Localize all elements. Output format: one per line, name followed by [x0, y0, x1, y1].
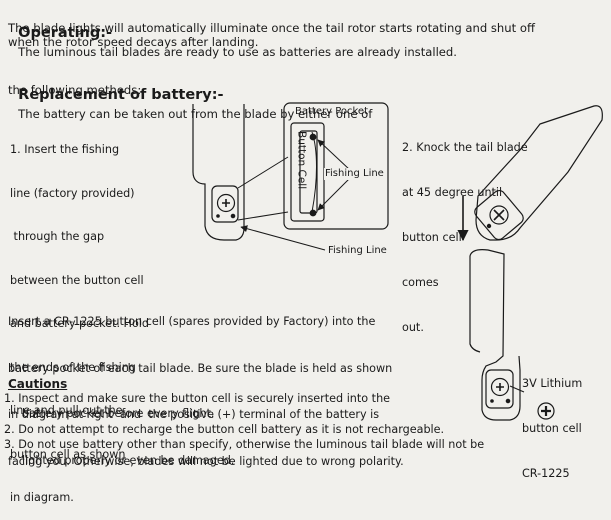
button-cell-label: Button Cell	[295, 131, 308, 190]
insert-line: battery pocket of each tail blade. Be su…	[8, 361, 393, 375]
caution-item-3a: 3. Do not use battery other than specify…	[4, 438, 485, 451]
method1-line: line (factory provided)	[10, 186, 135, 200]
method1-line: the ends of the fishing	[10, 360, 136, 374]
method1-line: between the button cell	[10, 273, 144, 287]
method1-line: through the gap	[10, 230, 105, 243]
tail-blade-3	[469, 249, 521, 421]
method2-line: button cell	[402, 231, 462, 244]
replacement-line-2: the following methods:	[8, 83, 142, 97]
tail-blade-1	[192, 104, 245, 241]
lithium-label-line: 3V Lithium	[522, 377, 583, 390]
caution-item-2: 2. Do not attempt to recharge the button…	[4, 423, 445, 436]
fishing-line-inset-label: Fishing Line	[324, 168, 385, 180]
insert-line: in diagram at right and the positive (+)…	[8, 408, 380, 421]
operating-line-1: The luminous tail blades are ready to us…	[18, 44, 457, 59]
replacement-line-1: The battery can be taken out from the bl…	[18, 106, 373, 121]
lithium-cell-label: 3V Lithium button cell CR-1225	[522, 346, 582, 496]
caution-item-1b: battery pocket before every flight.	[22, 407, 215, 420]
insert-paragraph: Insert a CR-1225 button cell (spares pro…	[8, 283, 404, 485]
tail-blade-2	[474, 105, 603, 241]
method1-line: 1. Insert the fishing	[10, 143, 120, 156]
battery-pocket-label: Battery Pocket	[295, 106, 368, 117]
method2-line: comes	[402, 276, 439, 289]
insert-line: facing you. Otherwise, blades will not b…	[8, 454, 404, 468]
operating-paragraph: Operating:- The luminous tail blades are…	[8, 4, 457, 61]
method1-line: button cell as shown	[10, 447, 126, 461]
illustrations	[192, 102, 603, 421]
lithium-label-line: CR-1225	[522, 467, 570, 480]
fishing-line-arrows	[240, 139, 351, 251]
lithium-label-line: button cell	[522, 422, 582, 435]
caution-item-1a: 1. Inspect and make sure the button cell…	[4, 392, 391, 405]
replacement-paragraph: Replacement of battery:- The battery can…	[8, 66, 372, 123]
method2-line: out.	[402, 321, 424, 334]
caution-item-3b: lighted properly or even be damaged.	[22, 454, 235, 467]
cautions-heading: Cautions	[8, 377, 68, 391]
loose-button-cell-plus-icon	[537, 402, 555, 420]
operating-line-3: when the rotor speed decays after landin…	[8, 35, 259, 49]
insert-line: Insert a CR-1225 button cell (spares pro…	[8, 315, 376, 328]
method1-line: and battery pocket. Hold	[10, 317, 150, 330]
inset-connector-lines	[237, 156, 289, 221]
lithium-pointer	[509, 385, 525, 393]
method1-line: in diagram.	[10, 491, 74, 504]
replacement-heading: Replacement of battery:-	[18, 86, 224, 103]
operating-heading: Operating:-	[18, 24, 113, 41]
method1-line: line and pull out the	[10, 404, 123, 417]
operating-line-2: The blade lights will automatically illu…	[8, 21, 535, 35]
fishing-line-bottom-label: Fishing Line	[328, 245, 387, 256]
